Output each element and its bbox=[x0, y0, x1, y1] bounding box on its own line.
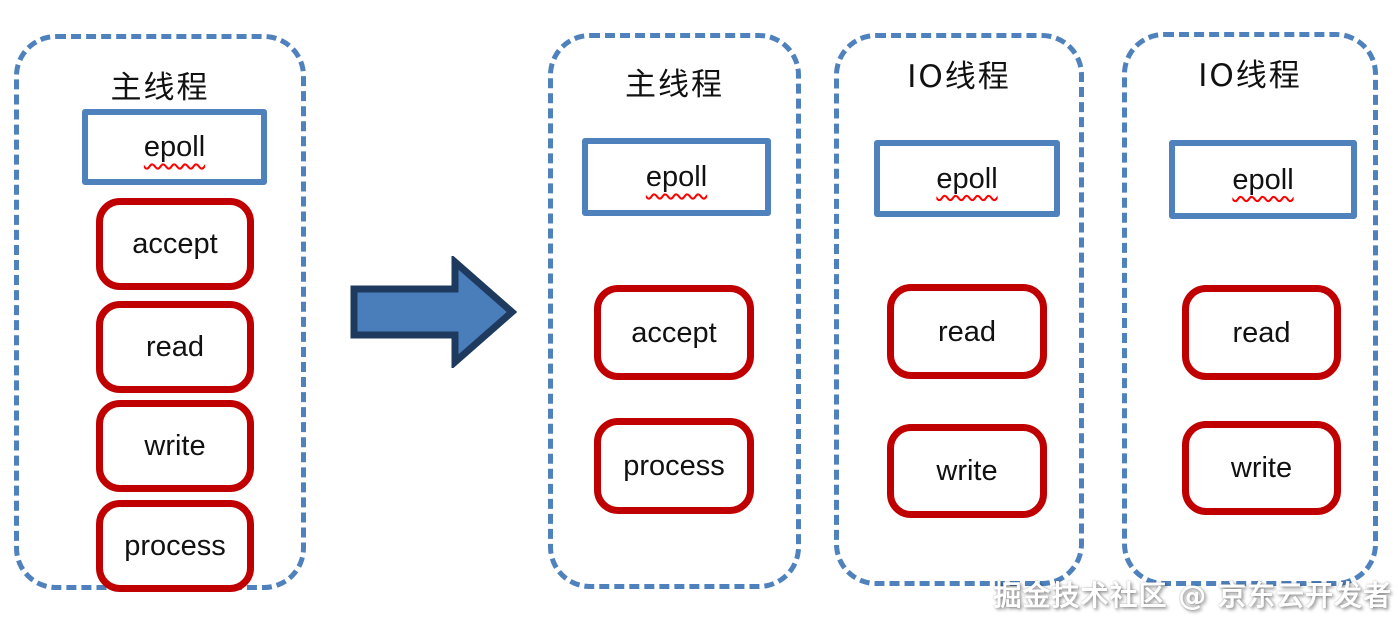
watermark: 掘金技术社区 @ 京东云开发者 bbox=[993, 579, 1392, 612]
thread-panel-main-after: 主线程 epoll accept process bbox=[548, 33, 801, 589]
task-box-write: write bbox=[887, 424, 1047, 518]
epoll-box: epoll bbox=[874, 140, 1060, 217]
panel-title: IO线程 bbox=[907, 59, 1011, 95]
epoll-label: epoll bbox=[645, 161, 708, 193]
panel-title: 主线程 bbox=[625, 67, 724, 103]
task-label: process bbox=[623, 450, 725, 482]
panel-title: IO线程 bbox=[1198, 58, 1302, 94]
task-box-write: write bbox=[1182, 421, 1341, 515]
epoll-label: epoll bbox=[143, 131, 206, 163]
task-label: accept bbox=[132, 228, 218, 260]
task-box-read: read bbox=[1182, 285, 1341, 380]
epoll-box: epoll bbox=[82, 109, 267, 185]
epoll-box: epoll bbox=[1169, 140, 1357, 219]
task-label: write bbox=[936, 455, 998, 487]
epoll-label: epoll bbox=[936, 162, 998, 195]
task-box-process: process bbox=[594, 418, 754, 514]
task-label: write bbox=[1230, 452, 1293, 484]
task-label: write bbox=[144, 430, 206, 462]
panel-title: 主线程 bbox=[110, 70, 210, 106]
task-box-accept: accept bbox=[96, 198, 254, 290]
task-label: read bbox=[937, 315, 997, 348]
right-arrow-icon bbox=[350, 256, 518, 368]
task-box-read: read bbox=[887, 284, 1047, 379]
task-label: process bbox=[124, 530, 226, 562]
epoll-label: epoll bbox=[1232, 163, 1294, 196]
thread-panel-main-before: 主线程 epoll accept read write process bbox=[14, 34, 306, 592]
thread-panel-io-1: IO线程 epoll read write bbox=[834, 33, 1084, 586]
task-box-accept: accept bbox=[594, 285, 754, 380]
epoll-box: epoll bbox=[582, 138, 771, 216]
task-box-read: read bbox=[96, 301, 254, 393]
task-box-process: process bbox=[96, 500, 254, 592]
task-label: read bbox=[1232, 316, 1291, 349]
thread-panel-io-2: IO线程 epoll read write bbox=[1122, 32, 1378, 586]
task-box-write: write bbox=[96, 400, 254, 492]
task-label: accept bbox=[631, 316, 717, 349]
task-label: read bbox=[145, 331, 205, 363]
